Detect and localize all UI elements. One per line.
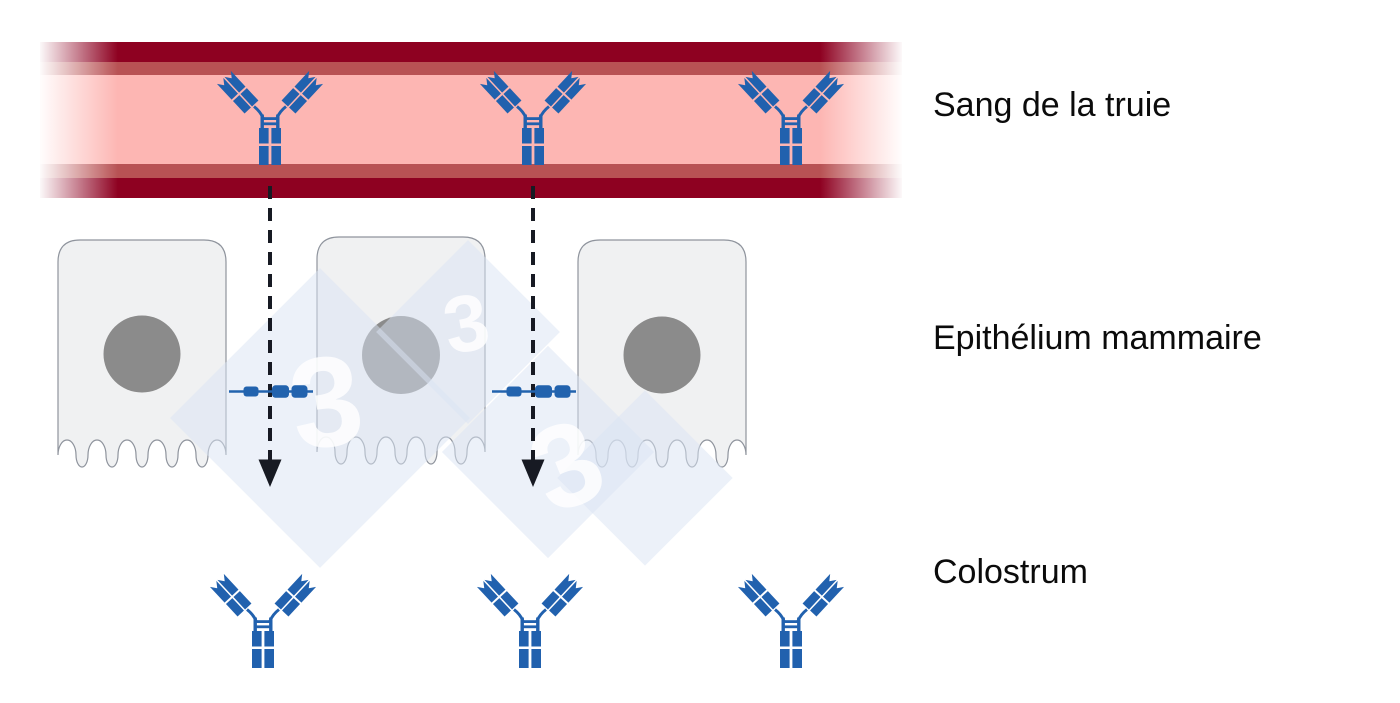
vessel-fade-left (38, 38, 118, 202)
antibody-icon (475, 572, 585, 670)
transport-arrows (258, 186, 545, 487)
vessel-wall-inner-top (40, 62, 902, 75)
cell-nucleus (623, 316, 701, 394)
vessel-wall-outer-bottom (40, 178, 902, 198)
arrowhead-icon (521, 459, 545, 487)
vessel-lumen (40, 75, 902, 164)
vessel-fade-right (820, 38, 904, 202)
label-epithelium: Epithélium mammaire (933, 319, 1262, 357)
vessel-wall-inner-bottom (40, 164, 902, 178)
transport-arrow (521, 186, 545, 487)
antibody-icon (736, 572, 846, 670)
label-colostrum: Colostrum (933, 553, 1088, 591)
blood-vessel (38, 38, 904, 202)
antibody-icon (208, 572, 318, 670)
label-blood: Sang de la truie (933, 86, 1172, 124)
transport-arrow (258, 186, 282, 487)
antibodies-colostrum (208, 572, 846, 670)
arrowhead-icon (258, 459, 282, 487)
vessel-wall-outer-top (40, 42, 902, 62)
cell-nucleus (103, 315, 181, 393)
